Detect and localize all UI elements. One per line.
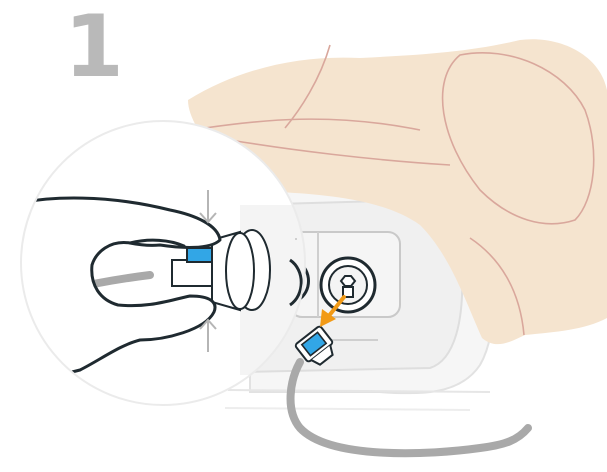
- step-number: 1: [64, 4, 124, 90]
